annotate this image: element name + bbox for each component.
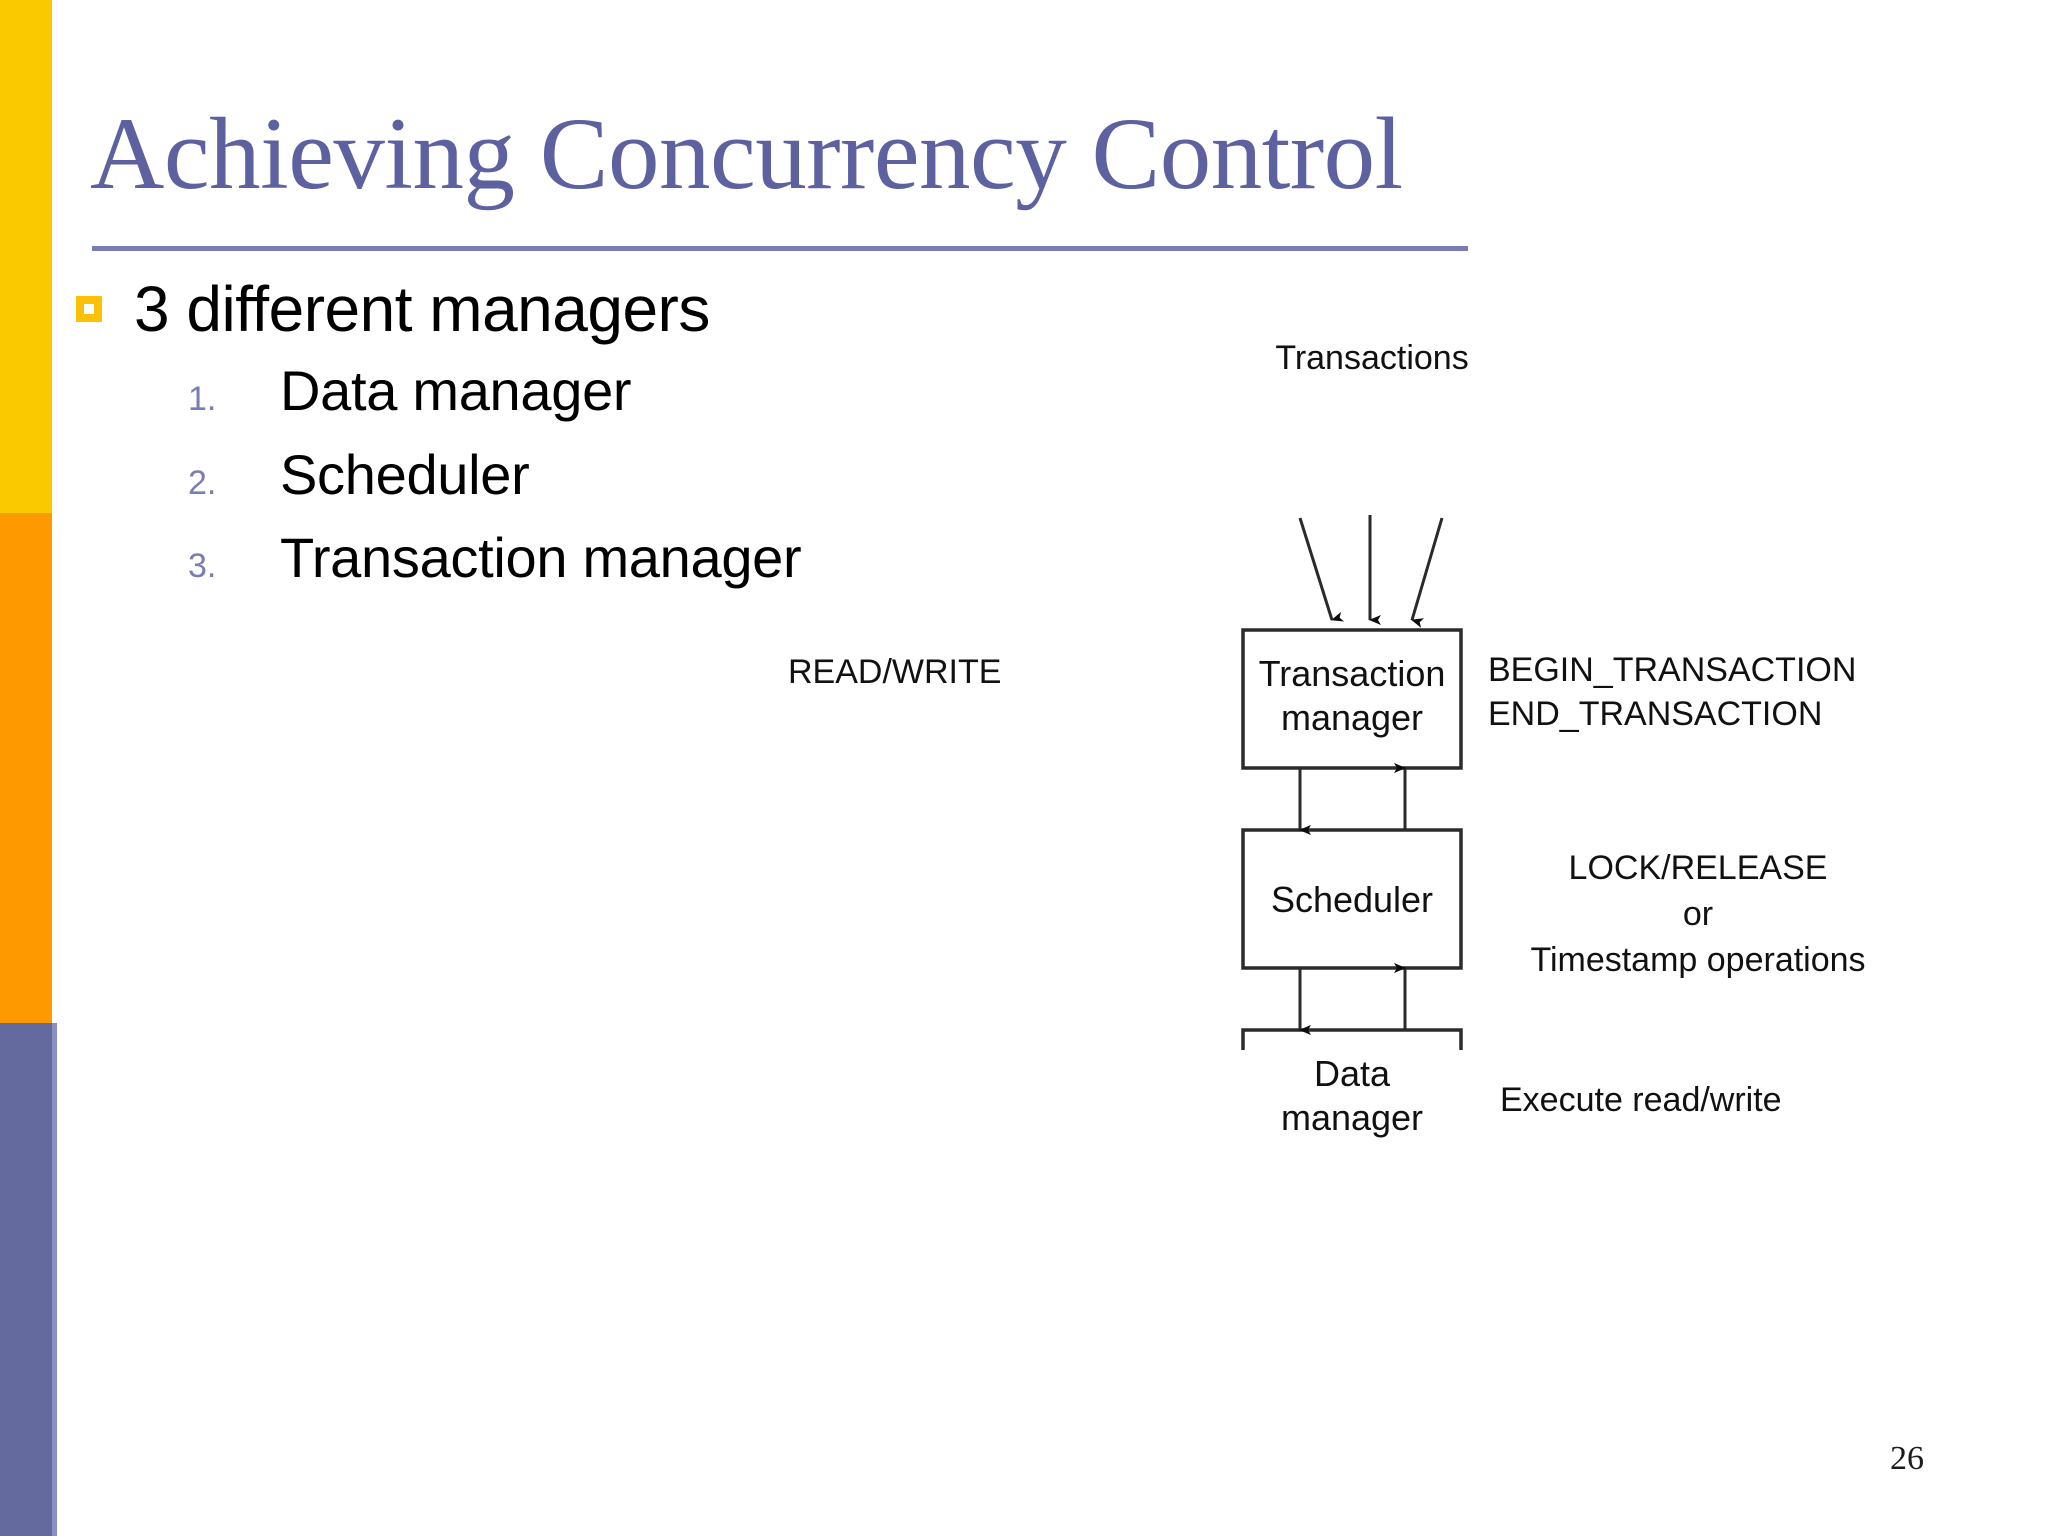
sidebar-band-yellow — [0, 0, 52, 513]
box-data-manager — [1241, 1028, 1463, 1050]
tm-scheduler-connectors — [1298, 763, 1407, 835]
title-divider — [92, 246, 1468, 251]
list-item-label: Scheduler — [280, 442, 530, 506]
numbered-manager-list: 1. Data manager 2. Scheduler 3. Transact… — [72, 360, 972, 589]
bullet-label-managers: 3 different managers — [134, 273, 710, 345]
sidebar-band-orange — [0, 513, 52, 1023]
box-label-transaction-manager-line2: manager — [1280, 697, 1424, 738]
bullet-row-managers: 3 different managers — [72, 272, 972, 346]
box-label-transaction-manager-line1: Transaction — [1258, 653, 1446, 694]
hollow-square-bullet-icon — [76, 296, 102, 322]
list-item-number: 1. — [188, 380, 217, 419]
diagram-label-end-transaction: END_TRANSACTION — [1488, 695, 1823, 733]
diagram-graphics — [1241, 515, 1463, 1050]
body-content: 3 different managers 1. Data manager 2. … — [72, 272, 972, 611]
list-item-label: Data manager — [280, 359, 632, 423]
diagram-label-execute-read-write: Execute read/write — [1500, 1081, 1782, 1119]
transaction-inflow-arrows — [1298, 515, 1444, 628]
box-transaction-manager — [1241, 628, 1463, 770]
sidebar-band-purple — [0, 1023, 52, 1536]
box-label-scheduler: Scheduler — [1270, 879, 1434, 920]
diagram-label-lock-release: LOCK/RELEASE — [1568, 849, 1828, 887]
diagram-label-transactions: Transactions — [1275, 339, 1469, 377]
list-item-number: 2. — [188, 463, 217, 502]
box-scheduler — [1241, 828, 1463, 970]
diagram-label-begin-transaction: BEGIN_TRANSACTION — [1488, 651, 1857, 689]
list-item: 3. Transaction manager — [72, 527, 972, 589]
list-item-number: 3. — [188, 547, 217, 586]
diagram-label-or: or — [1682, 895, 1714, 933]
sidebar-accent-line-upper — [52, 0, 57, 1023]
list-item: 1. Data manager — [72, 360, 972, 422]
diagram-label-timestamp-operations: Timestamp operations — [1530, 941, 1866, 979]
box-label-data-manager-line1: Data — [1313, 1053, 1391, 1094]
diagram-label-read-write: READ/WRITE — [788, 653, 1002, 691]
scheduler-dm-connectors — [1298, 963, 1407, 1035]
page-title: Achieving Concurrency Control — [90, 97, 1403, 211]
list-item-label: Transaction manager — [280, 526, 802, 590]
box-label-data-manager-line2: manager — [1280, 1097, 1424, 1138]
concurrency-architecture-diagram: Transactions Transaction manager Schedul… — [788, 339, 2020, 1138]
page-number: 26 — [1890, 1440, 1924, 1477]
list-item: 2. Scheduler — [72, 444, 972, 506]
